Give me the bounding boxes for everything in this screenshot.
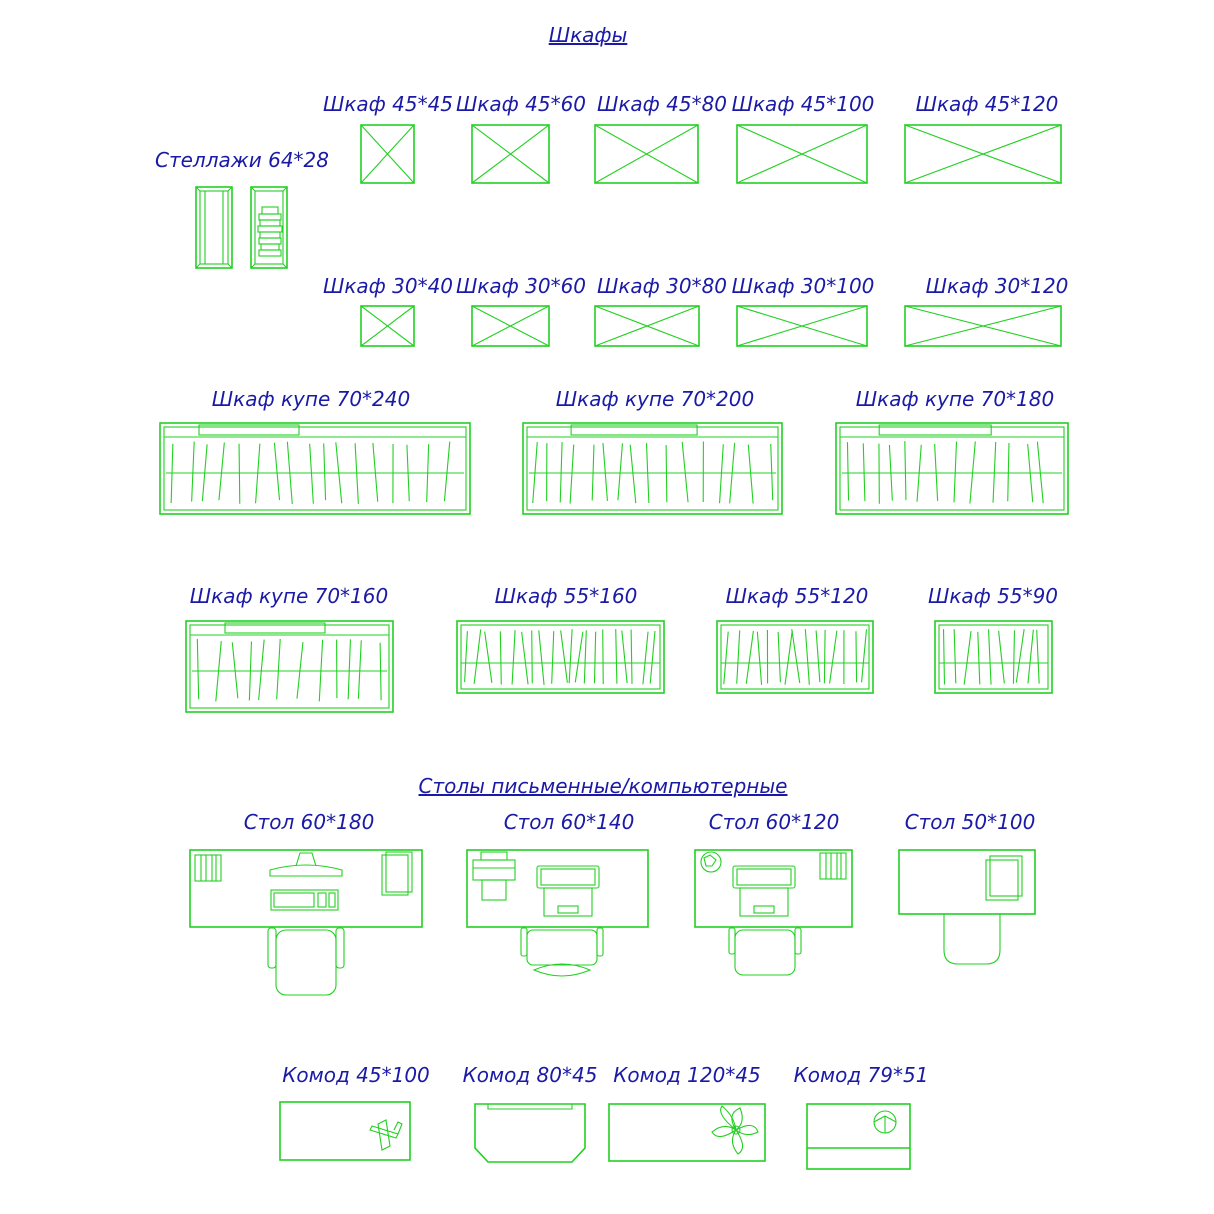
wardrobe-55x120-plan (716, 620, 874, 694)
wardrobe-45x80-plan (594, 124, 699, 184)
books-icon (194, 854, 222, 882)
dresser-120x45-plan (608, 1103, 766, 1162)
coupe-70x240-label: Шкаф купе 70*240 (212, 387, 410, 411)
wardrobe-30x40-label: Шкаф 30*40 (323, 274, 453, 298)
wardrobe-30x100-label: Шкаф 30*100 (732, 274, 875, 298)
coupe-70x180-label: Шкаф купе 70*180 (856, 387, 1054, 411)
dresser-80x45-plan (474, 1103, 586, 1163)
wardrobe-45x45-label: Шкаф 45*45 (323, 92, 453, 116)
wardrobe-45x100-label: Шкаф 45*100 (732, 92, 875, 116)
papers-icon (381, 851, 413, 896)
shelving-label: Стеллажи 64*28 (155, 148, 329, 172)
wardrobe-45x45-plan (360, 124, 415, 184)
desk-60x120-plan (694, 849, 853, 976)
coupe-70x160-plan (185, 620, 394, 713)
coupe-70x200-label: Шкаф купе 70*200 (556, 387, 754, 411)
desk-50x100-plan (898, 849, 1036, 965)
laptop-icon (536, 865, 600, 917)
wardrobe-55x120-label: Шкаф 55*120 (726, 584, 869, 608)
shelving-unit-1 (195, 186, 233, 269)
wardrobe-55x160-plan (456, 620, 665, 694)
desk-60x180-plan (189, 849, 423, 996)
desk-60x140-plan (466, 849, 649, 977)
dresser-45x100-label: Комод 45*100 (282, 1063, 430, 1087)
dresser-120x45-label: Комод 120*45 (613, 1063, 761, 1087)
office-chair-icon (728, 927, 802, 976)
monitor-icon (269, 852, 343, 877)
wardrobe-45x60-plan (471, 124, 550, 184)
plant-icon (711, 1105, 759, 1155)
wardrobe-30x120-plan (904, 305, 1062, 347)
coupe-70x200-plan (522, 422, 783, 515)
wardrobe-30x100-plan (736, 305, 868, 347)
printer-icon (472, 851, 516, 901)
coupe-70x160-label: Шкаф купе 70*160 (190, 584, 388, 608)
chair-icon (943, 914, 1001, 965)
desk-60x120-label: Стол 60*120 (709, 810, 840, 834)
laptop-icon (732, 865, 796, 917)
wardrobe-55x90-plan (934, 620, 1053, 694)
wardrobe-30x40-plan (360, 305, 415, 347)
dresser-79x51-plan (806, 1103, 911, 1170)
desk-60x180-label: Стол 60*180 (244, 810, 375, 834)
wardrobe-45x120-plan (904, 124, 1062, 184)
office-chair-icon (267, 927, 345, 996)
wardrobes-header: Шкафы (549, 23, 628, 47)
wardrobe-45x80-label: Шкаф 45*80 (597, 92, 727, 116)
keyboard-icon (270, 889, 339, 911)
wardrobe-45x100-plan (736, 124, 868, 184)
wardrobe-45x60-label: Шкаф 45*60 (456, 92, 586, 116)
desk-60x140-label: Стол 60*140 (504, 810, 635, 834)
office-chair-icon (520, 927, 604, 977)
coupe-70x240-plan (159, 422, 471, 515)
papers-icon (985, 855, 1023, 901)
wardrobe-45x120-label: Шкаф 45*120 (916, 92, 1059, 116)
desk-50x100-label: Стол 50*100 (905, 810, 1036, 834)
wardrobe-55x90-label: Шкаф 55*90 (928, 584, 1058, 608)
coupe-70x180-plan (835, 422, 1069, 515)
wardrobe-30x80-label: Шкаф 30*80 (597, 274, 727, 298)
dresser-45x100-plan (279, 1101, 411, 1161)
dresser-80x45-label: Комод 80*45 (463, 1063, 598, 1087)
books-icon (819, 852, 847, 880)
wardrobe-30x60-label: Шкаф 30*60 (456, 274, 586, 298)
dresser-79x51-label: Комод 79*51 (794, 1063, 929, 1087)
wardrobe-55x160-label: Шкаф 55*160 (495, 584, 638, 608)
desks-header: Столы письменные/компьютерные (419, 774, 788, 798)
wardrobe-30x120-label: Шкаф 30*120 (926, 274, 1069, 298)
wardrobe-30x60-plan (471, 305, 550, 347)
airplane-toy-icon (369, 1119, 403, 1151)
ball-icon (873, 1110, 897, 1134)
shelving-unit-2 (250, 186, 288, 269)
wardrobe-30x80-plan (594, 305, 700, 347)
globe-icon (700, 851, 722, 873)
